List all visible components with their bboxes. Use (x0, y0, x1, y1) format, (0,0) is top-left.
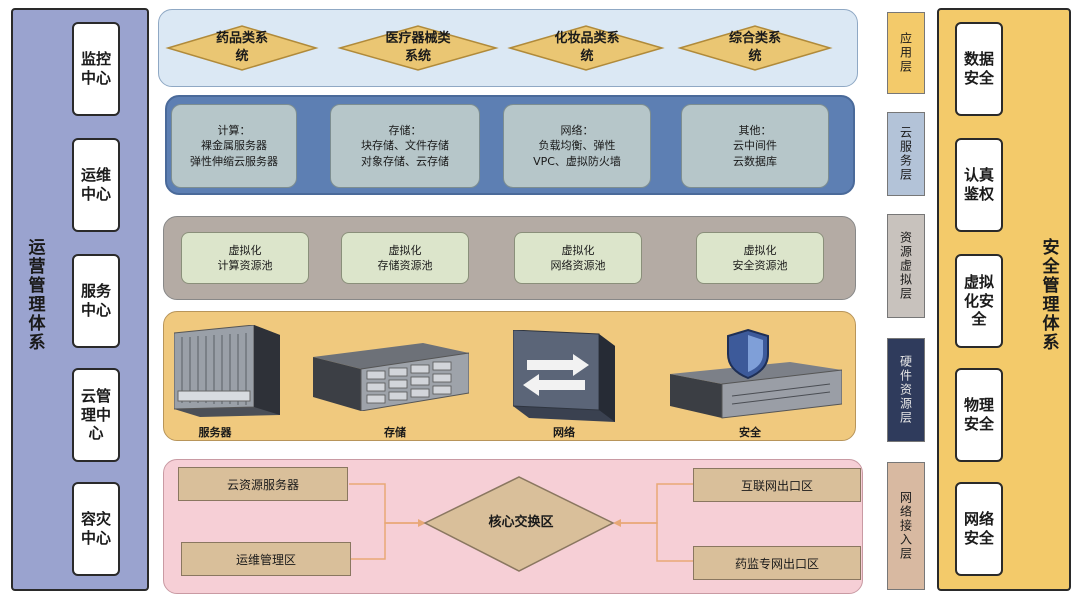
app-diamond-device (337, 25, 499, 71)
virt-pool-storage: 虚拟化 存储资源池 (341, 232, 469, 284)
cloud-network-head: 网络： (560, 123, 594, 137)
sec-item-network: 网络安全 (955, 482, 1003, 576)
cloud-storage-line: 对象存储、云存储 (361, 154, 449, 168)
virt-pool-label: 虚拟化 (743, 243, 777, 257)
layer-label-hw: 硬件资源层 (887, 338, 925, 442)
core-switch-label: 核心交换区 (488, 515, 554, 531)
net-box-internet-exit: 互联网出口区 (693, 468, 861, 502)
virt-pool-name: 存储资源池 (377, 259, 433, 272)
ops-item-monitoring: 监控中心 (72, 22, 120, 116)
app-system-general: 综合类系统 (728, 31, 781, 64)
cloud-box-other: 其他： 云中间件 云数据库 (681, 104, 829, 188)
security-appliance-icon (670, 328, 842, 419)
network-connectors (349, 476, 693, 572)
cloud-network-line: VPC、虚拟防火墙 (533, 154, 621, 168)
net-box-ops-management: 运维管理区 (181, 542, 351, 576)
layer-label-cloud: 云服务层 (887, 112, 925, 196)
sec-item-data: 数据安全 (955, 22, 1003, 116)
virt-pool-name: 计算资源池 (217, 259, 273, 272)
layer-label-net: 网络接入层 (887, 462, 925, 590)
sec-item-physical: 物理安全 (955, 368, 1003, 462)
virt-pool-security: 虚拟化 安全资源池 (696, 232, 824, 284)
sec-item-auth: 认真鉴权 (955, 138, 1003, 232)
virt-pool-name: 安全资源池 (732, 259, 788, 272)
ops-item-maintenance: 运维中心 (72, 138, 120, 232)
ops-item-cloud-management: 云管理中心 (72, 368, 120, 462)
virt-pool-label: 虚拟化 (388, 243, 422, 257)
network-switch-icon (513, 330, 615, 422)
cloud-other-line: 云数据库 (733, 154, 777, 168)
app-diamond-cosmetic (507, 25, 665, 71)
cloud-compute-line: 弹性伸缩云服务器 (190, 154, 278, 168)
virt-pool-compute: 虚拟化 计算资源池 (181, 232, 309, 284)
app-diamonds (165, 25, 833, 71)
cloud-other-head: 其他： (738, 123, 772, 137)
app-system-device: 医疗器械类系统 (385, 31, 451, 64)
cloud-compute-head: 计算： (217, 123, 251, 137)
virt-pool-name: 网络资源池 (550, 259, 606, 272)
storage-array-icon (313, 343, 469, 411)
hw-label-storage: 存储 (384, 426, 406, 439)
hw-label-security: 安全 (739, 426, 761, 439)
hw-label-server: 服务器 (198, 426, 232, 439)
virt-pool-network: 虚拟化 网络资源池 (514, 232, 642, 284)
cloud-box-network: 网络： 负载均衡、弹性 VPC、虚拟防火墙 (503, 104, 651, 188)
layer-label-virt: 资源虚拟层 (887, 214, 925, 318)
layer-label-app: 应用层 (887, 12, 925, 94)
security-management-title: 安全管理体系 (1038, 238, 1059, 352)
hw-label-network: 网络 (553, 426, 575, 439)
cloud-box-compute: 计算： 裸金属服务器 弹性伸缩云服务器 (171, 104, 297, 188)
cloud-network-line: 负载均衡、弹性 (538, 139, 616, 153)
cloud-compute-line: 裸金属服务器 (201, 139, 267, 153)
ops-item-service: 服务中心 (72, 254, 120, 348)
cloud-storage-line: 块存储、文件存储 (361, 139, 449, 153)
ops-management-title: 运营管理体系 (24, 238, 45, 352)
cloud-other-line: 云中间件 (733, 139, 777, 153)
app-diamond-general (677, 25, 833, 71)
virt-pool-label: 虚拟化 (561, 243, 595, 257)
virt-pool-label: 虚拟化 (228, 243, 262, 257)
net-box-cloud-resource-server: 云资源服务器 (178, 467, 348, 501)
net-box-drug-network-exit: 药监专网出口区 (693, 546, 861, 580)
sec-item-virtualization: 虚拟化安全 (955, 254, 1003, 348)
ops-item-disaster-recovery: 容灾中心 (72, 482, 120, 576)
cloud-box-storage: 存储： 块存储、文件存储 对象存储、云存储 (330, 104, 480, 188)
app-diamond-drug (165, 25, 319, 71)
core-switch-diamond (423, 476, 615, 572)
app-system-drug: 药品类系统 (215, 31, 268, 64)
cloud-storage-head: 存储： (388, 123, 422, 137)
app-system-cosmetic: 化妆品类系统 (554, 31, 620, 64)
server-rack-icon (174, 325, 280, 417)
